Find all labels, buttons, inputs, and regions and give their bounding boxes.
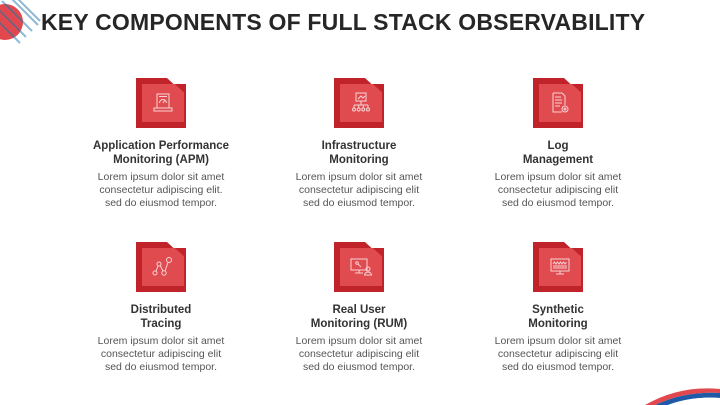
card-title-line: Monitoring (RUM) <box>310 318 408 330</box>
card-desc-line: consectetur adipiscing elit <box>100 348 222 360</box>
card-desc-line: sed do eiusmod tempor. <box>104 197 218 209</box>
card-desc-line: consectetur adipiscing elit <box>497 184 619 196</box>
card-desc-line: Lorem ipsum dolor sit amet <box>295 171 423 183</box>
trace-nodes-icon <box>152 257 172 276</box>
card-desc-line: Lorem ipsum dolor sit amet <box>494 171 622 183</box>
card-desc-line: sed do eiusmod tempor. <box>302 361 416 373</box>
card-desc-line: sed do eiusmod tempor. <box>501 361 615 373</box>
card-desc-line: Lorem ipsum dolor sit amet <box>97 335 225 347</box>
card-desc-line: consectetur adipiscing elit <box>298 184 420 196</box>
card-title-line: Infrastructure <box>321 140 397 152</box>
card-desc-line: sed do eiusmod tempor. <box>501 197 615 209</box>
card-desc-line: sed do eiusmod tempor. <box>302 197 416 209</box>
card-desc-line: Lorem ipsum dolor sit amet <box>97 171 225 183</box>
card-desc-line: Lorem ipsum dolor sit amet <box>494 335 622 347</box>
card-title-line: Monitoring (APM) <box>113 154 209 166</box>
card-title-line: Synthetic <box>532 304 584 316</box>
card-title-line: Real User <box>332 304 386 316</box>
document-gear-icon <box>552 92 569 113</box>
card-desc-line: Lorem ipsum dolor sit amet <box>295 335 423 347</box>
card-desc-line: consectetur adipiscing elit. <box>99 184 223 196</box>
icon-tile <box>533 242 583 292</box>
monitor-dashboard-icon <box>550 258 570 275</box>
card-title-line: Monitoring <box>528 318 588 330</box>
card-desc-line: sed do eiusmod tempor. <box>104 361 218 373</box>
laptop-gauge-icon <box>153 93 173 112</box>
card-title-line: Management <box>522 154 594 166</box>
card-title-line: Log <box>547 140 569 152</box>
card-title-line: Distributed <box>130 304 192 316</box>
icon-tile <box>533 78 583 128</box>
icon-tile <box>334 78 384 128</box>
card-title-line: Tracing <box>140 318 182 330</box>
icon-tile <box>136 242 186 292</box>
card-title-line: Monitoring <box>329 154 389 166</box>
icon-tile <box>334 242 384 292</box>
page-title: KEY COMPONENTS OF FULL STACK OBSERVABILI… <box>41 9 646 35</box>
card-desc-line: consectetur adipiscing elit <box>497 348 619 360</box>
card-desc-line: consectetur adipiscing elit <box>298 348 420 360</box>
card-title-line: Application Performance <box>92 140 230 152</box>
monitor-network-icon <box>352 92 370 112</box>
decorative-wave <box>645 388 720 405</box>
icon-tile <box>136 78 186 128</box>
monitor-user-icon <box>350 258 373 276</box>
decorative-circle-stripes <box>0 0 41 44</box>
